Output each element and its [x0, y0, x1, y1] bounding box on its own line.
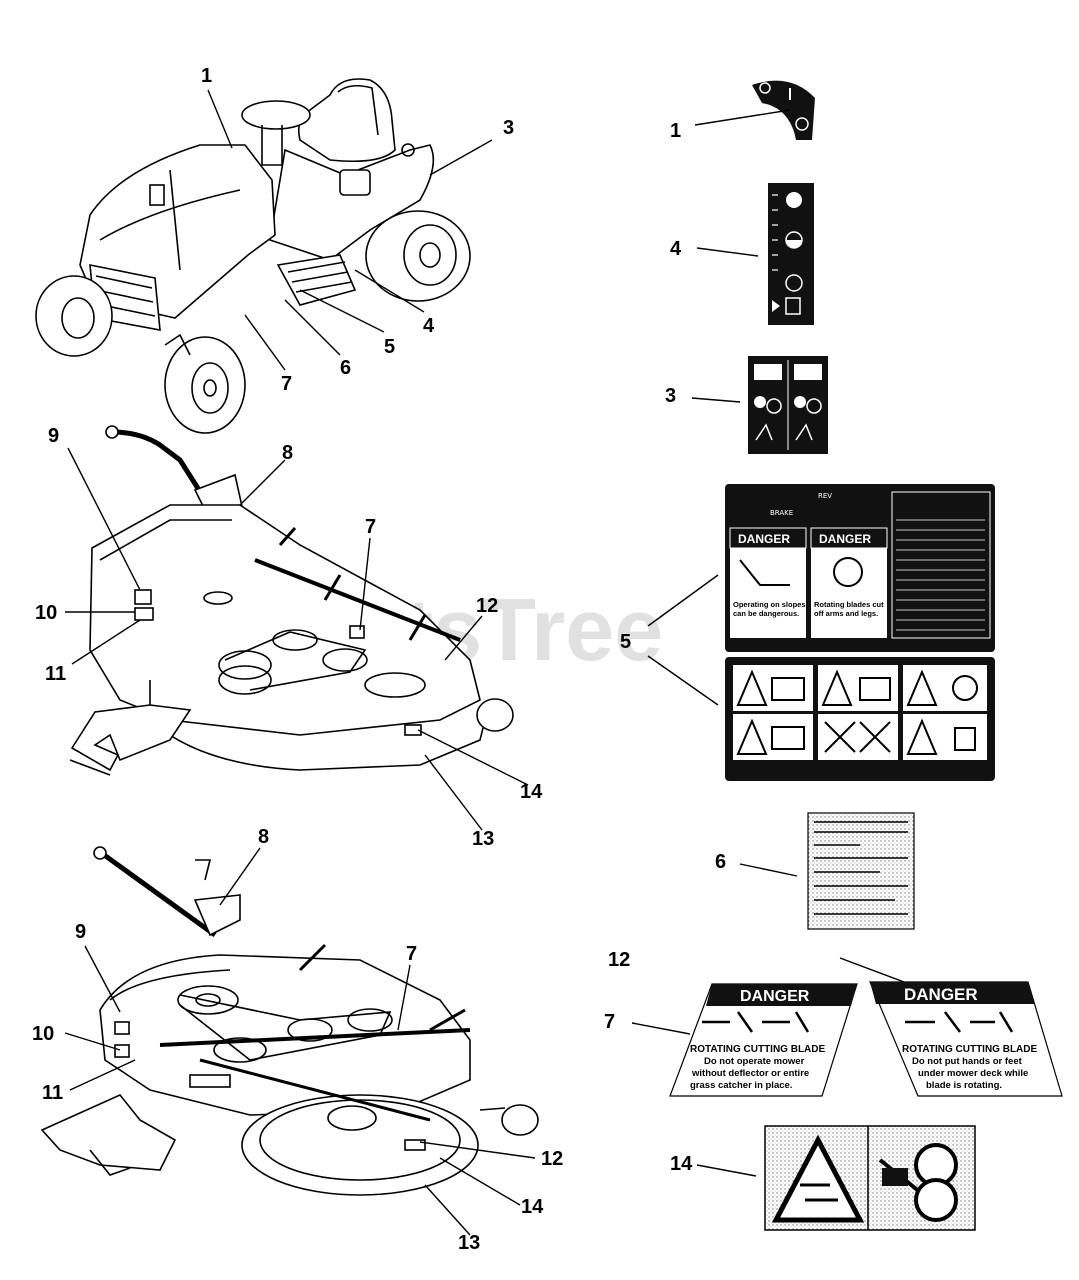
tractor-illustration [35, 78, 471, 434]
callout-deck2-14: 14 [521, 1196, 544, 1218]
callout-tractor-3: 3 [503, 117, 514, 139]
decal-14-blade-hazard [764, 1125, 976, 1231]
callout-deck2-7: 7 [406, 943, 417, 965]
callout-tractor-6: 6 [340, 357, 351, 379]
decal-7-rotating-blade-warning: DANGER ROTATING CUTTING BLADE Do not ope… [669, 983, 858, 1097]
callout-deck2-13: 13 [458, 1232, 480, 1254]
callout-deck1-14: 14 [520, 781, 543, 803]
callout-tractor-5: 5 [384, 336, 395, 358]
callout-deck1-13: 13 [472, 828, 494, 850]
decal7-line2: without deflector or entire [691, 1068, 809, 1079]
decal12-danger-title: DANGER [904, 985, 978, 1004]
decal5-danger1-title: DANGER [738, 532, 790, 546]
callout-decal-4: 4 [670, 238, 682, 260]
decal5-brake-label: BRAKE [770, 509, 793, 517]
callout-deck1-8: 8 [282, 442, 293, 464]
mower-deck-upper-illustration [69, 425, 514, 776]
callout-tractor-7: 7 [281, 373, 292, 395]
callout-deck2-8: 8 [258, 826, 269, 848]
decal5-rev-label: REV [818, 492, 832, 500]
decal12-line1: Do not put hands or feet [912, 1056, 1023, 1067]
decal5-danger2-line1: Rotating blades cut [814, 600, 884, 609]
callout-deck2-11: 11 [42, 1082, 63, 1104]
callout-decal-3: 3 [665, 385, 676, 407]
decal7-line1: Do not operate mower [704, 1056, 805, 1067]
callout-tractor-1: 1 [201, 65, 212, 87]
decal7-line3: grass catcher in place. [690, 1080, 792, 1091]
callout-deck2-9: 9 [75, 921, 86, 943]
decal-12-rotating-blade-warning: DANGER ROTATING CUTTING BLADE Do not put… [869, 981, 1063, 1097]
decal12-blade-title: ROTATING CUTTING BLADE [902, 1044, 1038, 1055]
deck-upper-leader-lines [65, 447, 529, 831]
tractor-leader-lines [207, 89, 493, 371]
callout-decal-7: 7 [604, 1011, 615, 1033]
callout-deck2-10: 10 [32, 1023, 54, 1045]
callout-decal-5: 5 [620, 631, 631, 653]
decal5-danger2-title: DANGER [819, 532, 871, 546]
callout-deck1-9: 9 [48, 425, 59, 447]
decal-5-pictogram-panel [725, 657, 995, 781]
callout-deck2-12: 12 [541, 1148, 563, 1170]
decal-3-operation [748, 356, 828, 454]
decal5-danger2-line2: off arms and legs. [814, 609, 878, 618]
decal-5-danger-panel: BRAKE REV DANGER Operating on slopes can… [725, 484, 995, 652]
callout-deck1-10: 10 [35, 602, 57, 624]
callout-tractor-4: 4 [423, 315, 435, 337]
callout-decal-12: 12 [608, 949, 630, 971]
decal7-blade-title: ROTATING CUTTING BLADE [690, 1044, 826, 1055]
decal12-line2: under mower deck while [918, 1068, 1028, 1079]
callout-deck1-7: 7 [365, 516, 376, 538]
mower-deck-lower-illustration [40, 846, 539, 1196]
decal7-danger-title: DANGER [740, 988, 810, 1005]
decal12-line3: blade is rotating. [926, 1080, 1002, 1091]
callout-decal-14: 14 [670, 1153, 693, 1175]
decal-6-info-chart [807, 812, 915, 930]
decal-4-fuel-gauge [768, 183, 814, 325]
decal5-danger1-line1: Operating on slopes [733, 600, 806, 609]
callout-deck1-12: 12 [476, 595, 498, 617]
callout-decal-1: 1 [670, 120, 681, 142]
callout-deck1-11: 11 [45, 663, 66, 685]
decal5-danger1-line2: can be dangerous. [733, 609, 799, 618]
deck-lower-leader-lines [64, 847, 536, 1236]
callout-decal-6: 6 [715, 851, 726, 873]
